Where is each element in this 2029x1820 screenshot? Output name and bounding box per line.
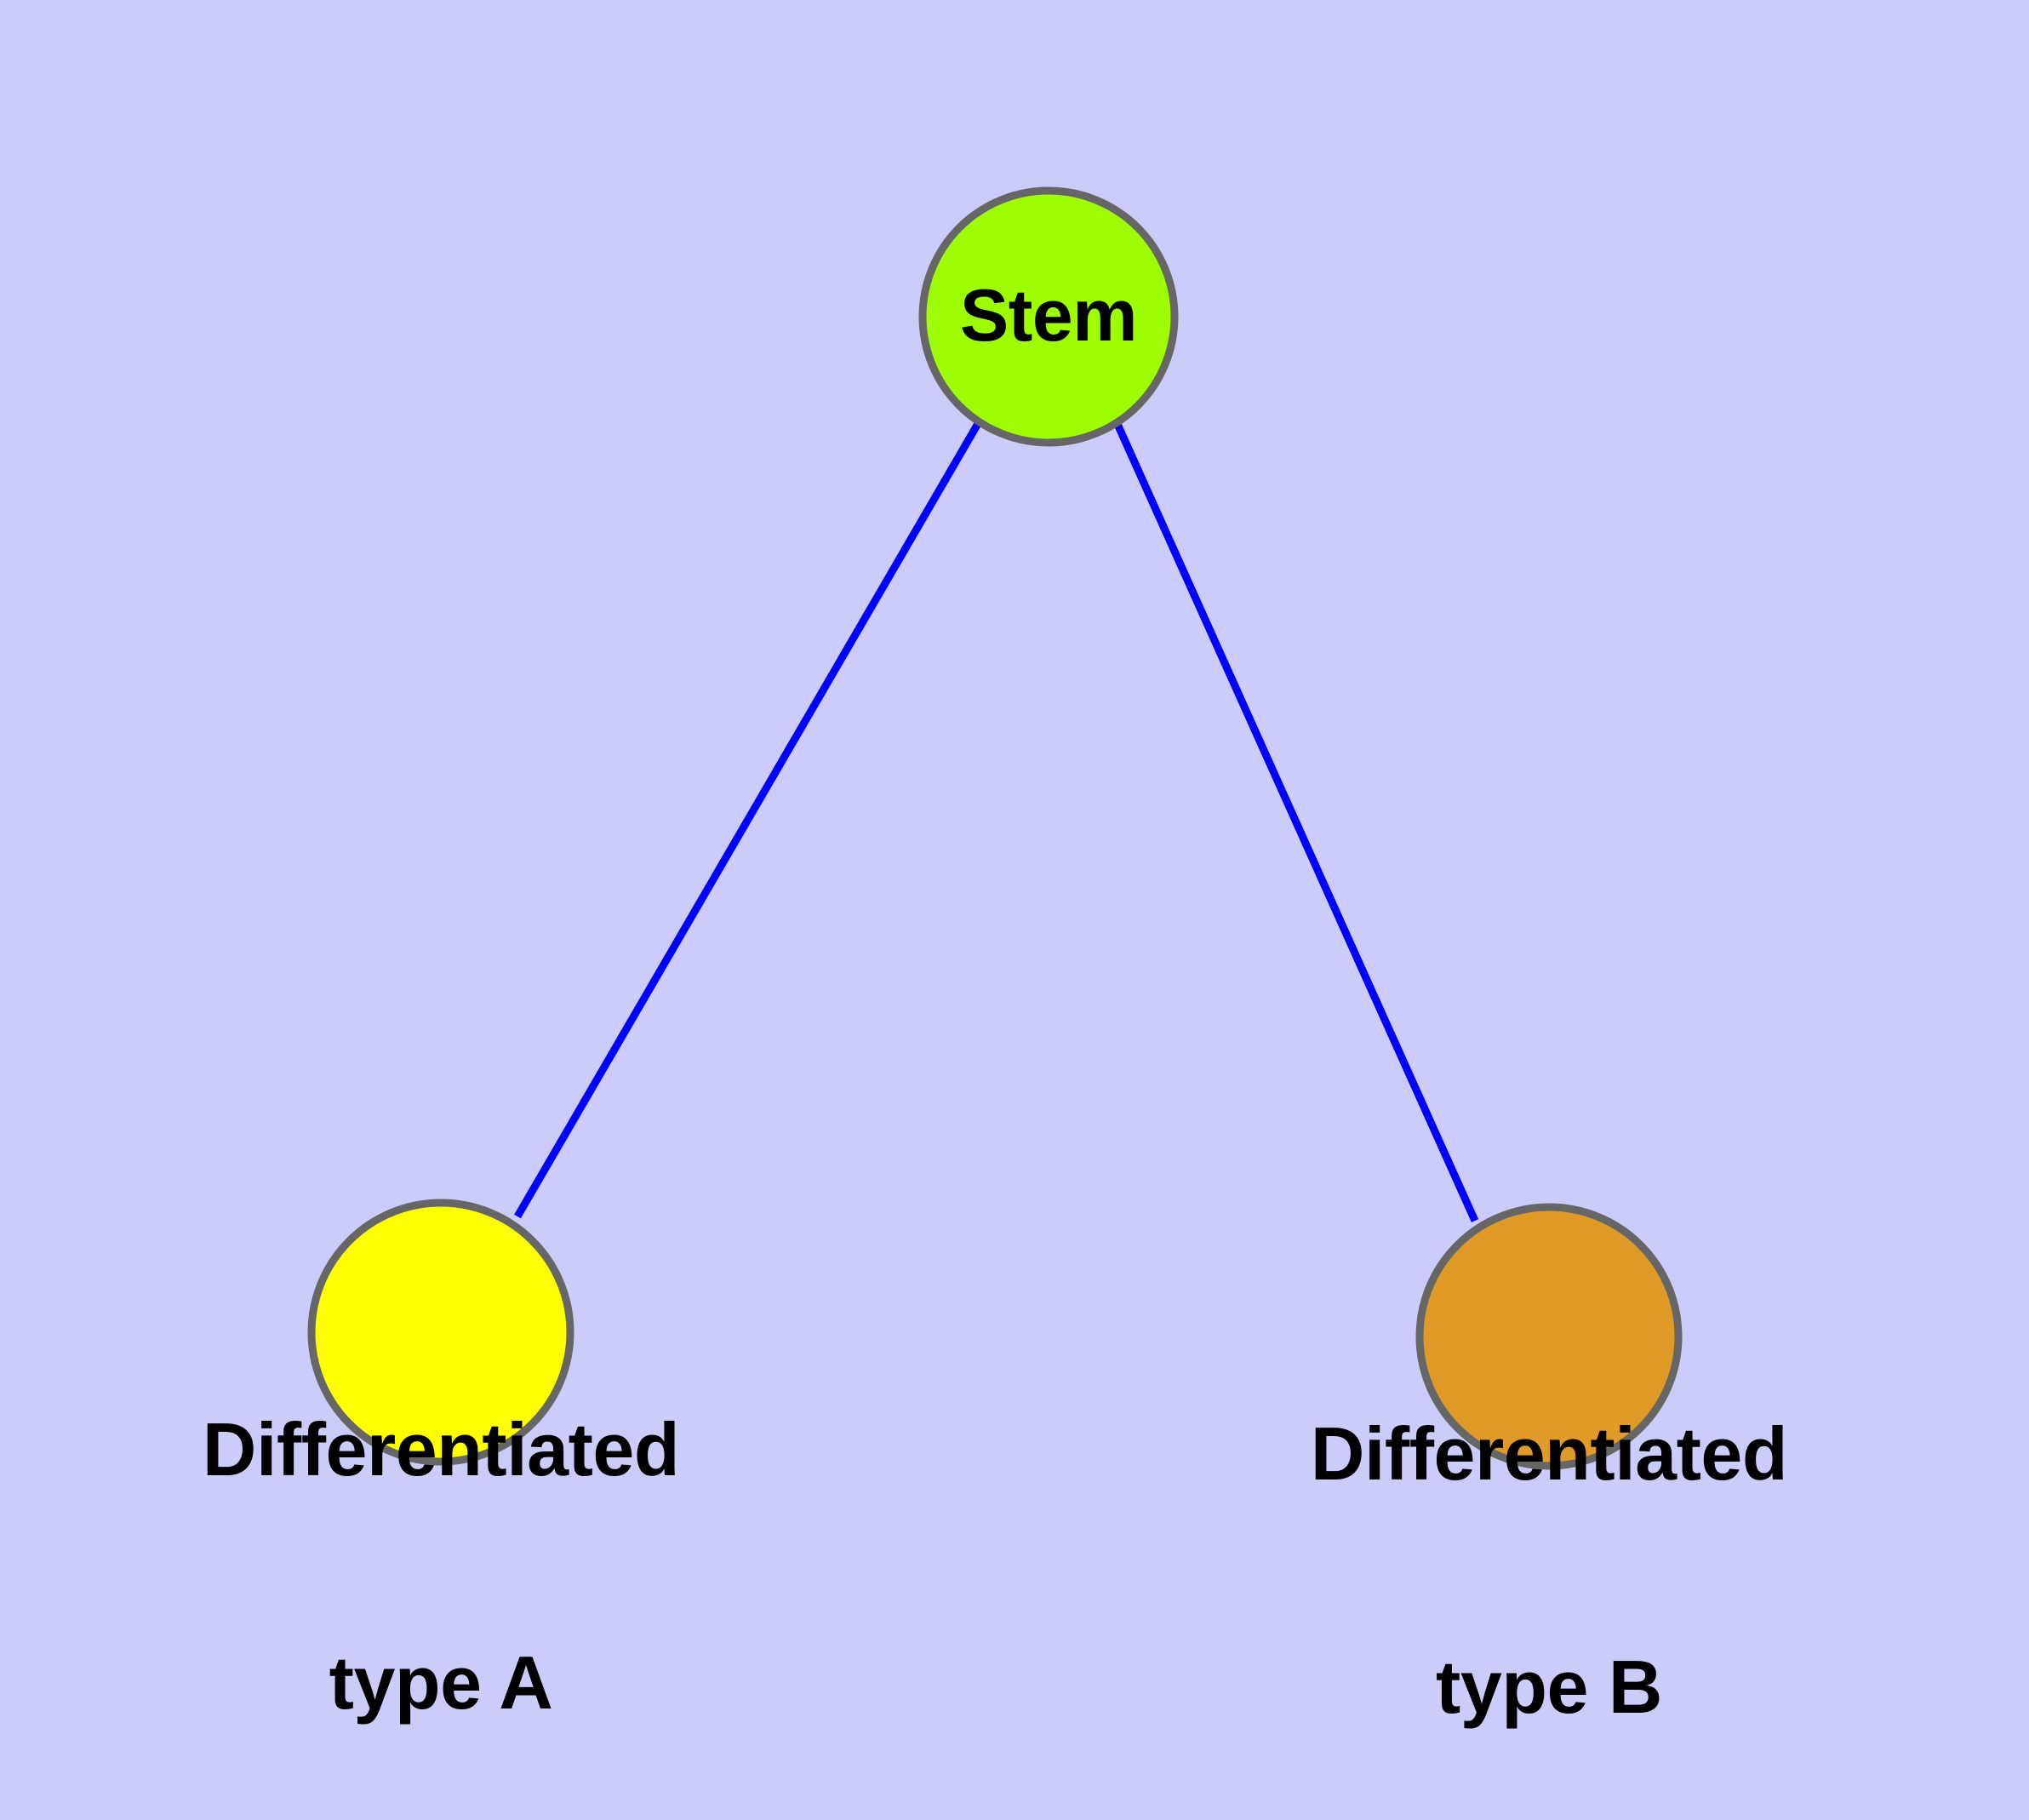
node-differentiated-type-a-circle[interactable] xyxy=(307,1199,574,1466)
edge-stem-to-differentiated-type-a[interactable] xyxy=(514,420,982,1219)
node-stem-circle[interactable] xyxy=(918,186,1179,447)
edge-stem-to-differentiated-type-b[interactable] xyxy=(1112,421,1479,1222)
node-group xyxy=(307,186,1683,1470)
node-differentiated-type-b-circle[interactable] xyxy=(1415,1203,1683,1470)
edge-group xyxy=(514,420,1479,1222)
